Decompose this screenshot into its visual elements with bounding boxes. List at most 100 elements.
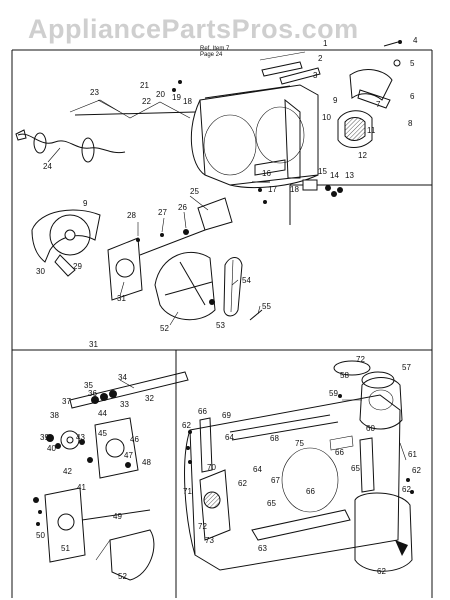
callout-label: 62 bbox=[377, 567, 386, 576]
callout-label: 10 bbox=[322, 113, 331, 122]
callout-label: 20 bbox=[156, 90, 165, 99]
callout-label: 34 bbox=[118, 373, 127, 382]
callout-label: 52 bbox=[118, 572, 127, 581]
callout-label: 37 bbox=[62, 397, 71, 406]
callout-label: 47 bbox=[124, 451, 133, 460]
callout-label: 26 bbox=[178, 203, 187, 212]
callout-label: 27 bbox=[158, 208, 167, 217]
callout-label: 31 bbox=[89, 340, 98, 349]
callout-label: 32 bbox=[145, 394, 154, 403]
gear-train bbox=[46, 371, 189, 479]
callout-label: 58 bbox=[340, 371, 349, 380]
callout-label: 64 bbox=[225, 433, 234, 442]
callout-label: 25 bbox=[190, 187, 199, 196]
hardware-set bbox=[172, 80, 343, 204]
reference-note-line2: Page 24 bbox=[200, 52, 223, 59]
callout-label: 63 bbox=[258, 544, 267, 553]
callout-label: 48 bbox=[142, 458, 151, 467]
impeller-belt bbox=[154, 251, 263, 321]
callout-label: 41 bbox=[77, 483, 86, 492]
callout-label: 55 bbox=[262, 302, 271, 311]
callout-label: 69 bbox=[222, 411, 231, 420]
callout-label: 50 bbox=[36, 531, 45, 540]
callout-label: 57 bbox=[402, 363, 411, 372]
auger-housing bbox=[190, 84, 319, 189]
callout-label: 42 bbox=[63, 467, 72, 476]
leader-lines bbox=[47, 99, 407, 561]
lower-housing bbox=[184, 394, 414, 572]
callout-label: 46 bbox=[130, 435, 139, 444]
callout-label: 28 bbox=[127, 211, 136, 220]
callout-label: 22 bbox=[142, 97, 151, 106]
callout-label: 2 bbox=[318, 54, 323, 63]
callout-label: 39 bbox=[40, 433, 49, 442]
callout-label: 30 bbox=[36, 267, 45, 276]
callout-label: 17 bbox=[268, 185, 277, 194]
callout-label: 12 bbox=[358, 151, 367, 160]
callout-label: 15 bbox=[318, 167, 327, 176]
callout-label: 36 bbox=[88, 389, 97, 398]
callout-label: 61 bbox=[408, 450, 417, 459]
callout-label: 49 bbox=[113, 512, 122, 521]
callout-label: 72 bbox=[198, 522, 207, 531]
callout-label: 62 bbox=[402, 485, 411, 494]
callout-label: 24 bbox=[43, 162, 52, 171]
callout-label: 23 bbox=[90, 88, 99, 97]
callout-label: 62 bbox=[238, 479, 247, 488]
callout-label: 53 bbox=[216, 321, 225, 330]
auger-assembly bbox=[15, 99, 196, 163]
callout-label: 44 bbox=[98, 409, 107, 418]
callout-label: 29 bbox=[73, 262, 82, 271]
callout-label: 1 bbox=[323, 39, 328, 48]
callout-label: 13 bbox=[345, 171, 354, 180]
callout-label: 6 bbox=[410, 92, 415, 101]
callout-label: 59 bbox=[329, 389, 338, 398]
scraper-bar bbox=[259, 51, 321, 85]
callout-label: 16 bbox=[262, 169, 271, 178]
chute-assembly bbox=[337, 40, 402, 148]
callout-label: 14 bbox=[330, 171, 339, 180]
callout-label: 71 bbox=[183, 487, 192, 496]
callout-label: 21 bbox=[140, 81, 149, 90]
callout-label: 8 bbox=[408, 119, 413, 128]
callout-label: 33 bbox=[120, 400, 129, 409]
reference-note-line1: Ref. Item 7 bbox=[200, 46, 230, 52]
callout-label: 45 bbox=[98, 429, 107, 438]
callout-label: 66 bbox=[335, 448, 344, 457]
callout-label: 35 bbox=[84, 381, 93, 390]
callout-label: 18 bbox=[290, 185, 299, 194]
callout-label: 18 bbox=[183, 97, 192, 106]
callout-label: 40 bbox=[47, 444, 56, 453]
callout-label: 5 bbox=[410, 59, 415, 68]
callout-label: 31 bbox=[117, 294, 126, 303]
gearbox-area bbox=[31, 197, 233, 301]
callout-label: 67 bbox=[271, 476, 280, 485]
callout-label: 38 bbox=[50, 411, 59, 420]
watermark-text: AppliancePartsPros.com bbox=[28, 14, 359, 44]
callout-label: 70 bbox=[207, 463, 216, 472]
callout-label: 3 bbox=[313, 71, 318, 80]
callout-label: 51 bbox=[61, 544, 70, 553]
callout-label: 65 bbox=[351, 464, 360, 473]
callout-label: 54 bbox=[242, 276, 251, 285]
callout-label: 62 bbox=[182, 421, 191, 430]
callout-label: 11 bbox=[367, 126, 376, 135]
callout-label: 7 bbox=[376, 100, 381, 109]
callout-label: 75 bbox=[295, 439, 304, 448]
callout-label: 64 bbox=[253, 465, 262, 474]
callout-label: 66 bbox=[198, 407, 207, 416]
callout-label: 62 bbox=[412, 466, 421, 475]
callout-label: 65 bbox=[267, 499, 276, 508]
callout-label: 52 bbox=[160, 324, 169, 333]
hitch-plate bbox=[33, 487, 155, 581]
callout-label: 60 bbox=[366, 424, 375, 433]
callout-label: 4 bbox=[413, 36, 418, 45]
reference-note: Ref. Item 7 Page 24 bbox=[200, 46, 229, 59]
callout-label: 66 bbox=[306, 487, 315, 496]
callout-label: 68 bbox=[270, 434, 279, 443]
callout-label: 73 bbox=[205, 536, 214, 545]
callout-label: 43 bbox=[76, 433, 85, 442]
callout-label: 72 bbox=[356, 355, 365, 364]
